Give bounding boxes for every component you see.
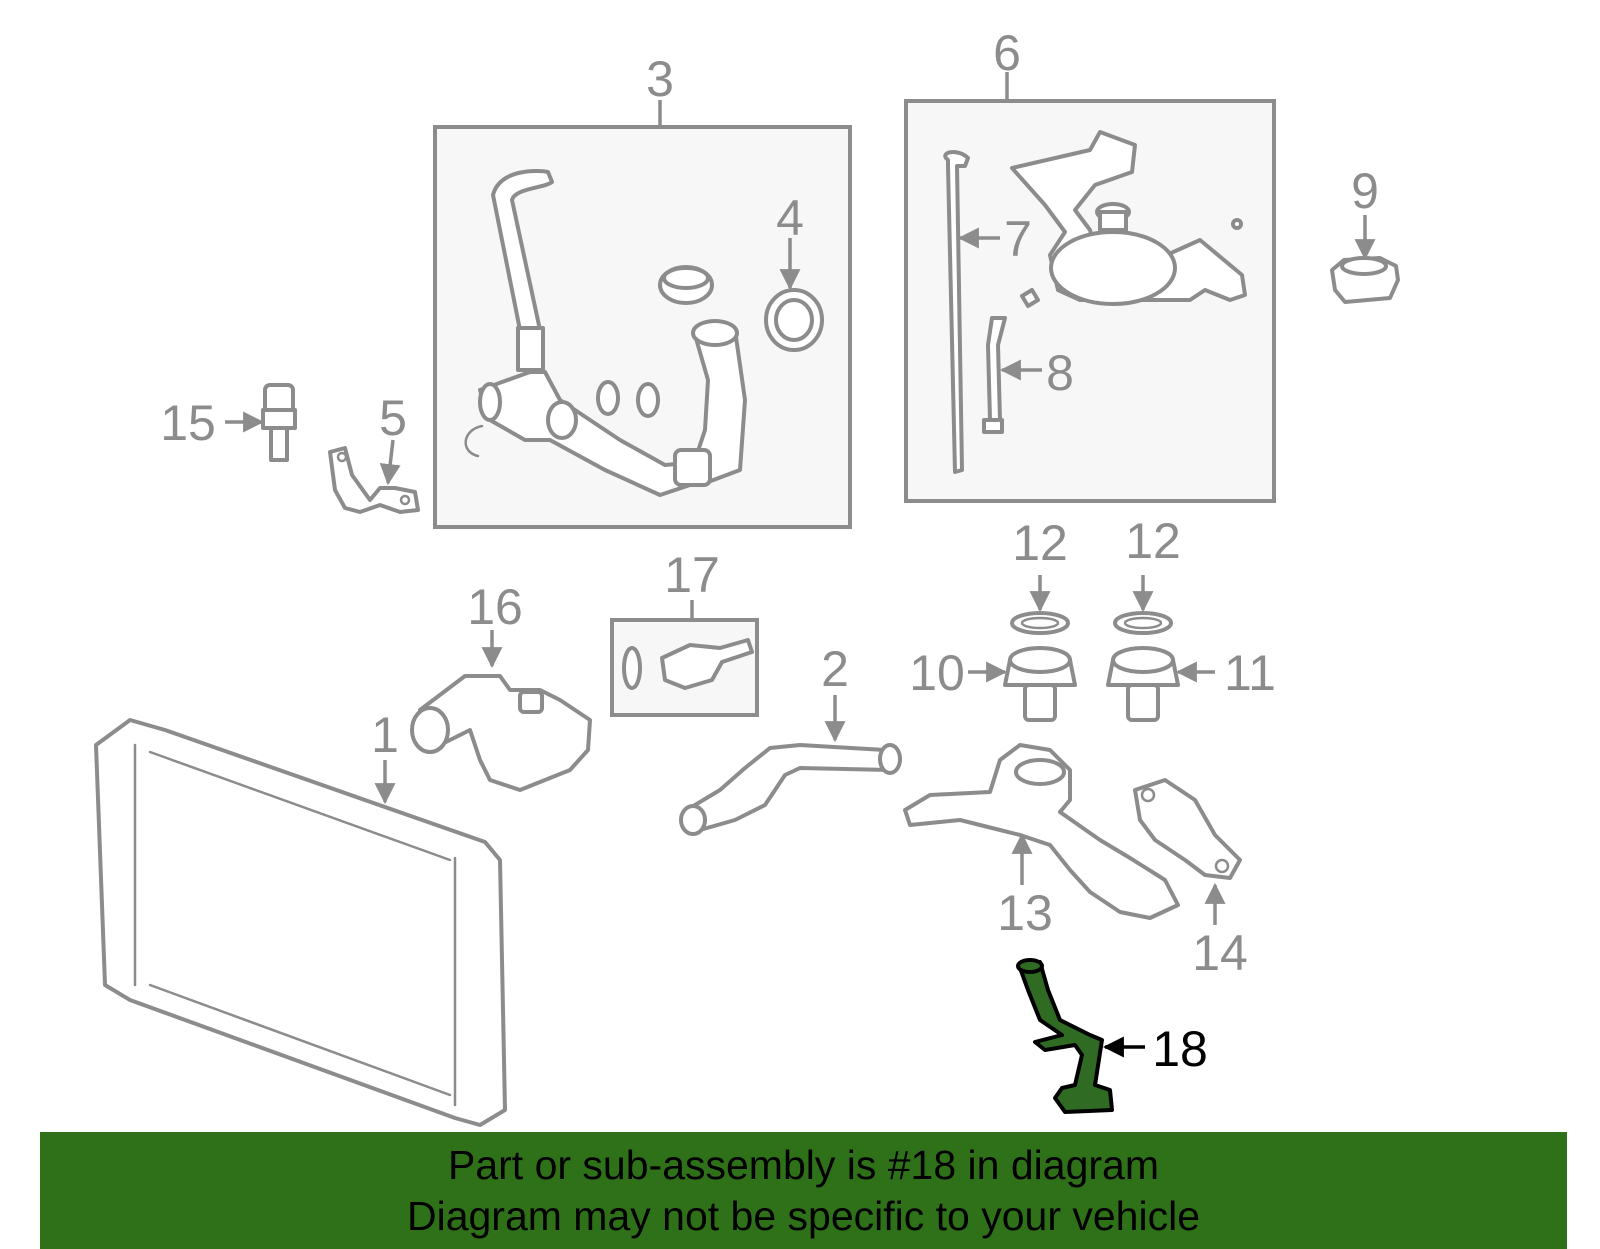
label-10: 10 — [909, 645, 965, 701]
group-box-3 — [433, 100, 852, 529]
part-16-housing — [410, 630, 592, 792]
part-2-hose — [679, 695, 902, 836]
label-17: 17 — [664, 547, 720, 603]
part-1-radiator — [94, 718, 507, 1127]
banner-line-2: Diagram may not be specific to your vehi… — [406, 1192, 1200, 1239]
banner-line-1: Part or sub-assembly is #18 in diagram — [448, 1141, 1159, 1188]
label-13: 13 — [997, 885, 1053, 941]
part-5-bracket — [328, 439, 420, 514]
label-11: 11 — [1224, 645, 1276, 701]
label-16: 16 — [467, 579, 523, 635]
part-13-housing — [903, 743, 1180, 920]
label-12a: 12 — [1012, 515, 1068, 571]
label-18: 18 — [1152, 1021, 1208, 1077]
label-5: 5 — [379, 390, 407, 446]
label-6: 6 — [993, 25, 1021, 81]
part-12-seals — [1010, 575, 1173, 635]
part-14-gasket — [1133, 778, 1242, 925]
label-14: 14 — [1192, 925, 1248, 981]
label-4: 4 — [776, 190, 804, 246]
label-12b: 12 — [1125, 513, 1181, 569]
label-2: 2 — [821, 641, 849, 697]
group-box-17 — [610, 600, 759, 717]
label-7: 7 — [1004, 211, 1032, 267]
part-10-11-thermostats — [968, 646, 1215, 722]
group-box-6 — [904, 72, 1276, 503]
label-15: 15 — [160, 395, 216, 451]
label-1: 1 — [371, 707, 399, 763]
part-9-cap — [1330, 215, 1400, 304]
label-9: 9 — [1351, 163, 1379, 219]
part-18-pipe-highlighted — [1016, 958, 1145, 1114]
part-15-sensor — [225, 383, 297, 462]
info-banner: Part or sub-assembly is #18 in diagram D… — [40, 1132, 1567, 1249]
label-8: 8 — [1046, 345, 1074, 401]
label-3: 3 — [646, 51, 674, 107]
